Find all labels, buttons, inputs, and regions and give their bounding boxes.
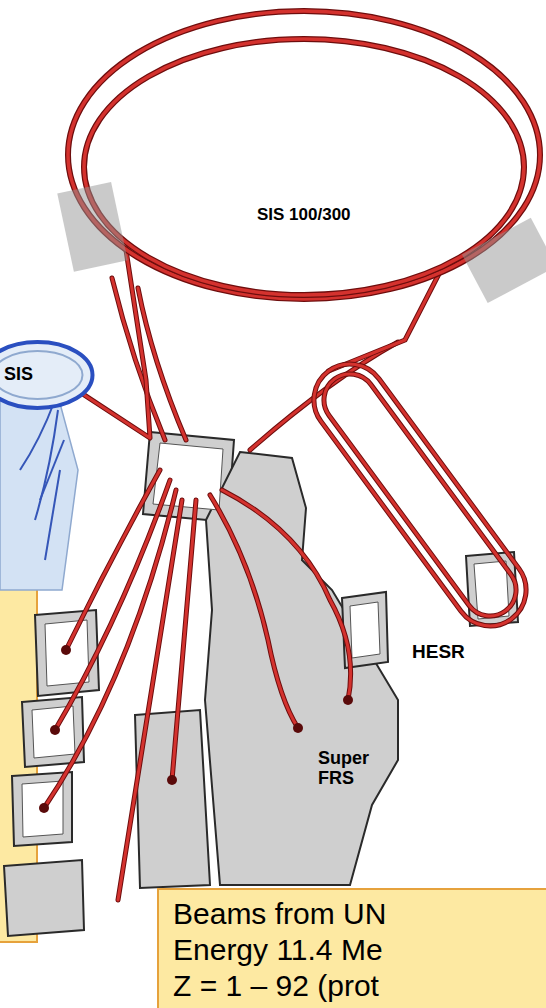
callout-text: Beams from UN bbox=[173, 896, 541, 932]
sis-ring: SIS bbox=[0, 340, 95, 410]
callout-text: Z = 1 – 92 (prot bbox=[173, 968, 541, 1004]
beamline-stroke bbox=[83, 250, 150, 439]
target-dots bbox=[39, 645, 353, 813]
building-interiors bbox=[22, 443, 509, 837]
ring-label: SIS 100/300 bbox=[257, 205, 351, 225]
callout-box: Beams from UNEnergy 11.4 MeZ = 1 – 92 (p… bbox=[157, 888, 546, 1008]
storage-ring: HESR bbox=[300, 355, 540, 635]
beamlines bbox=[44, 278, 398, 900]
callout-text: Energy 11.4 Me bbox=[173, 932, 541, 968]
beamline-connector bbox=[83, 250, 150, 439]
ring-label: HESR bbox=[412, 641, 465, 663]
linac-area bbox=[0, 396, 78, 590]
buildings bbox=[4, 432, 518, 936]
area-label: Super FRS bbox=[318, 748, 380, 788]
synchrotron-ring: SIS 100/300 bbox=[62, 5, 546, 305]
ring-label: SIS bbox=[4, 364, 33, 385]
beamline-stroke bbox=[83, 250, 150, 439]
storage-ring-outline bbox=[300, 355, 540, 635]
synchrotron-ring-outline bbox=[62, 5, 546, 305]
linac-lines bbox=[20, 400, 64, 560]
